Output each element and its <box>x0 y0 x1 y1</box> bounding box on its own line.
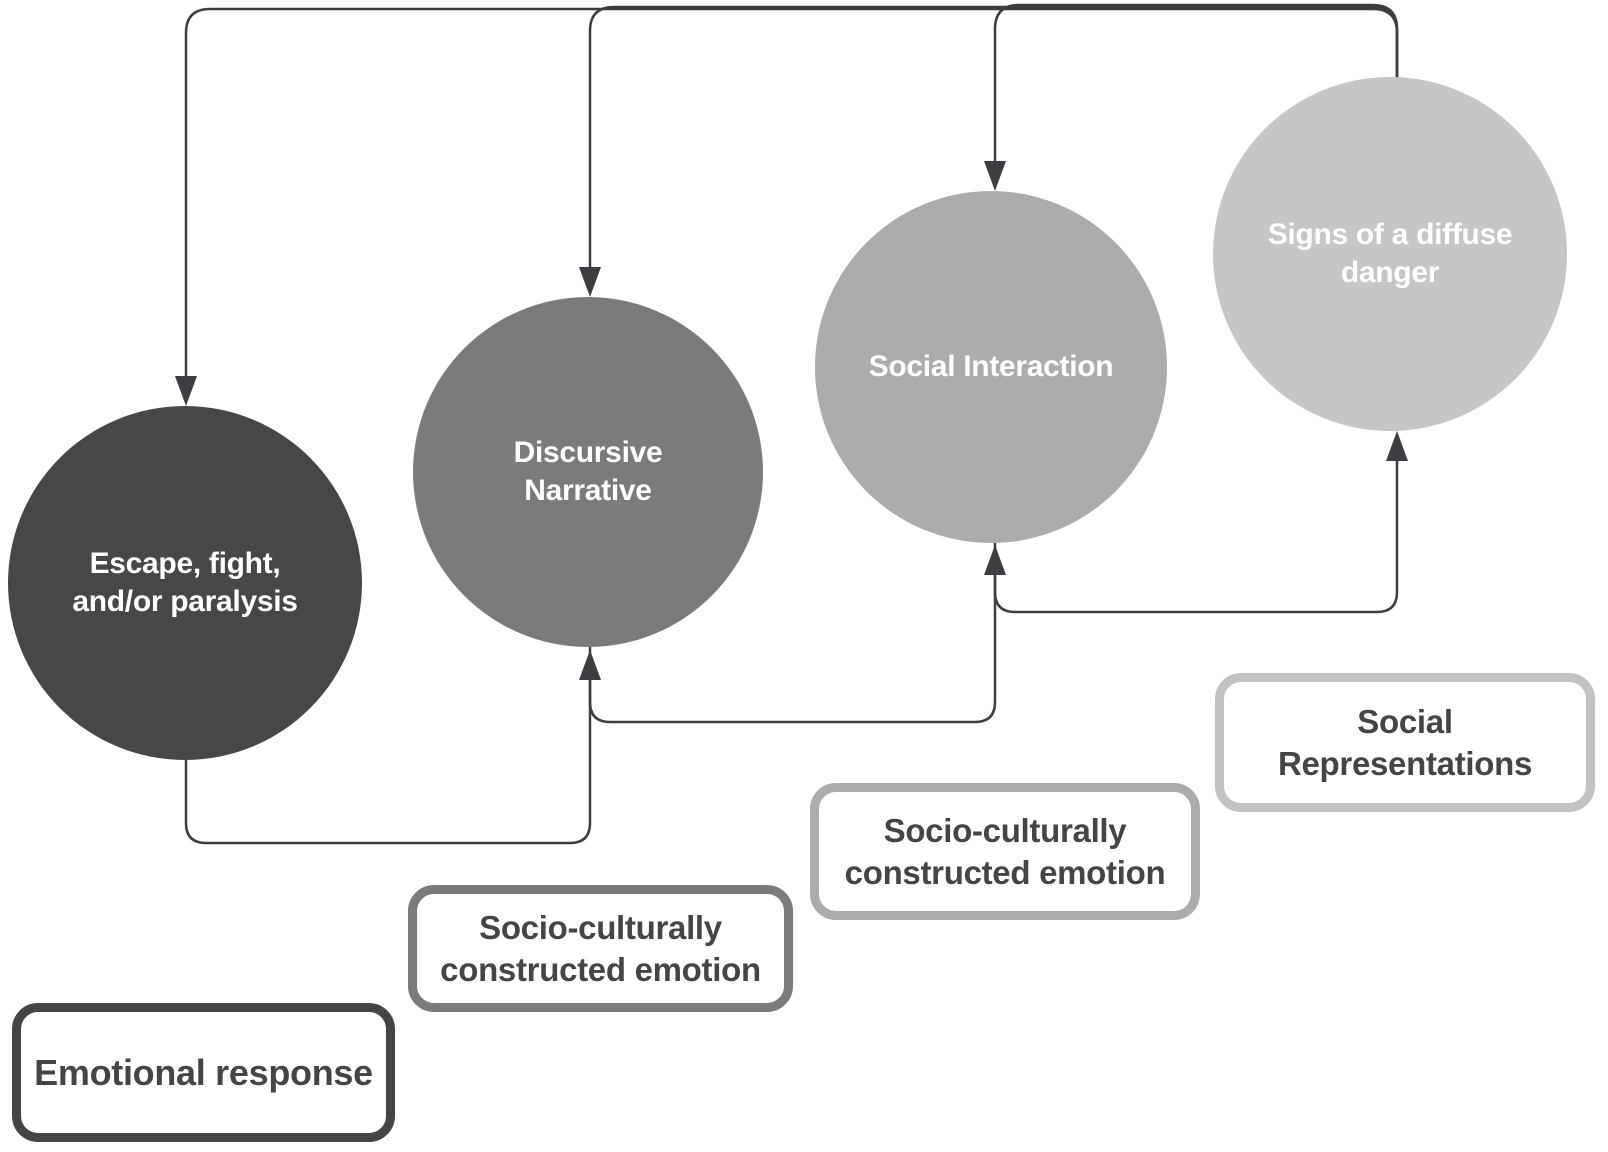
connector-discursive-to-social-interaction <box>588 575 997 724</box>
node-social-interaction: Social Interaction <box>815 191 1167 543</box>
node-escape-fight-paralysis: Escape, fight, and/or paralysis <box>8 406 362 760</box>
label-social-representations-text: Social Representations <box>1277 703 1533 782</box>
arrowhead-up-into-signs <box>1386 431 1408 461</box>
label-emotional-response-text: Emotional response <box>34 1052 373 1093</box>
node-escape-fight-paralysis-label: Escape, fight, and/or paralysis <box>72 547 298 618</box>
arrowhead-down-into-social-interaction <box>984 161 1006 191</box>
label-socio-culturally-constructed-emotion-2: Socio-culturally constructed emotion <box>810 783 1200 920</box>
node-signs-of-diffuse-danger-label: Signs of a diffuse danger <box>1267 218 1513 289</box>
connector-social-interaction-to-signs <box>993 461 1399 614</box>
node-social-interaction-label: Social Interaction <box>868 350 1114 383</box>
label-emotional-response: Emotional response <box>12 1003 395 1142</box>
node-discursive-narrative: Discursive Narrative <box>413 297 763 647</box>
label-social-representations: Social Representations <box>1215 673 1595 812</box>
arrowhead-down-into-discursive <box>579 267 601 297</box>
label-socio-culturally-constructed-emotion-1-text: Socio-culturally constructed emotion <box>440 909 761 988</box>
arrowhead-down-into-escape <box>175 376 197 406</box>
node-signs-of-diffuse-danger: Signs of a diffuse danger <box>1213 77 1567 431</box>
label-socio-culturally-constructed-emotion-1: Socio-culturally constructed emotion <box>408 885 793 1012</box>
connector-signs-to-social-interaction <box>993 3 1399 161</box>
node-discursive-narrative-label: Discursive Narrative <box>513 436 663 507</box>
connector-signs-to-escape <box>184 7 1399 376</box>
connector-escape-to-discursive <box>184 680 592 845</box>
label-socio-culturally-constructed-emotion-2-text: Socio-culturally constructed emotion <box>844 812 1166 891</box>
